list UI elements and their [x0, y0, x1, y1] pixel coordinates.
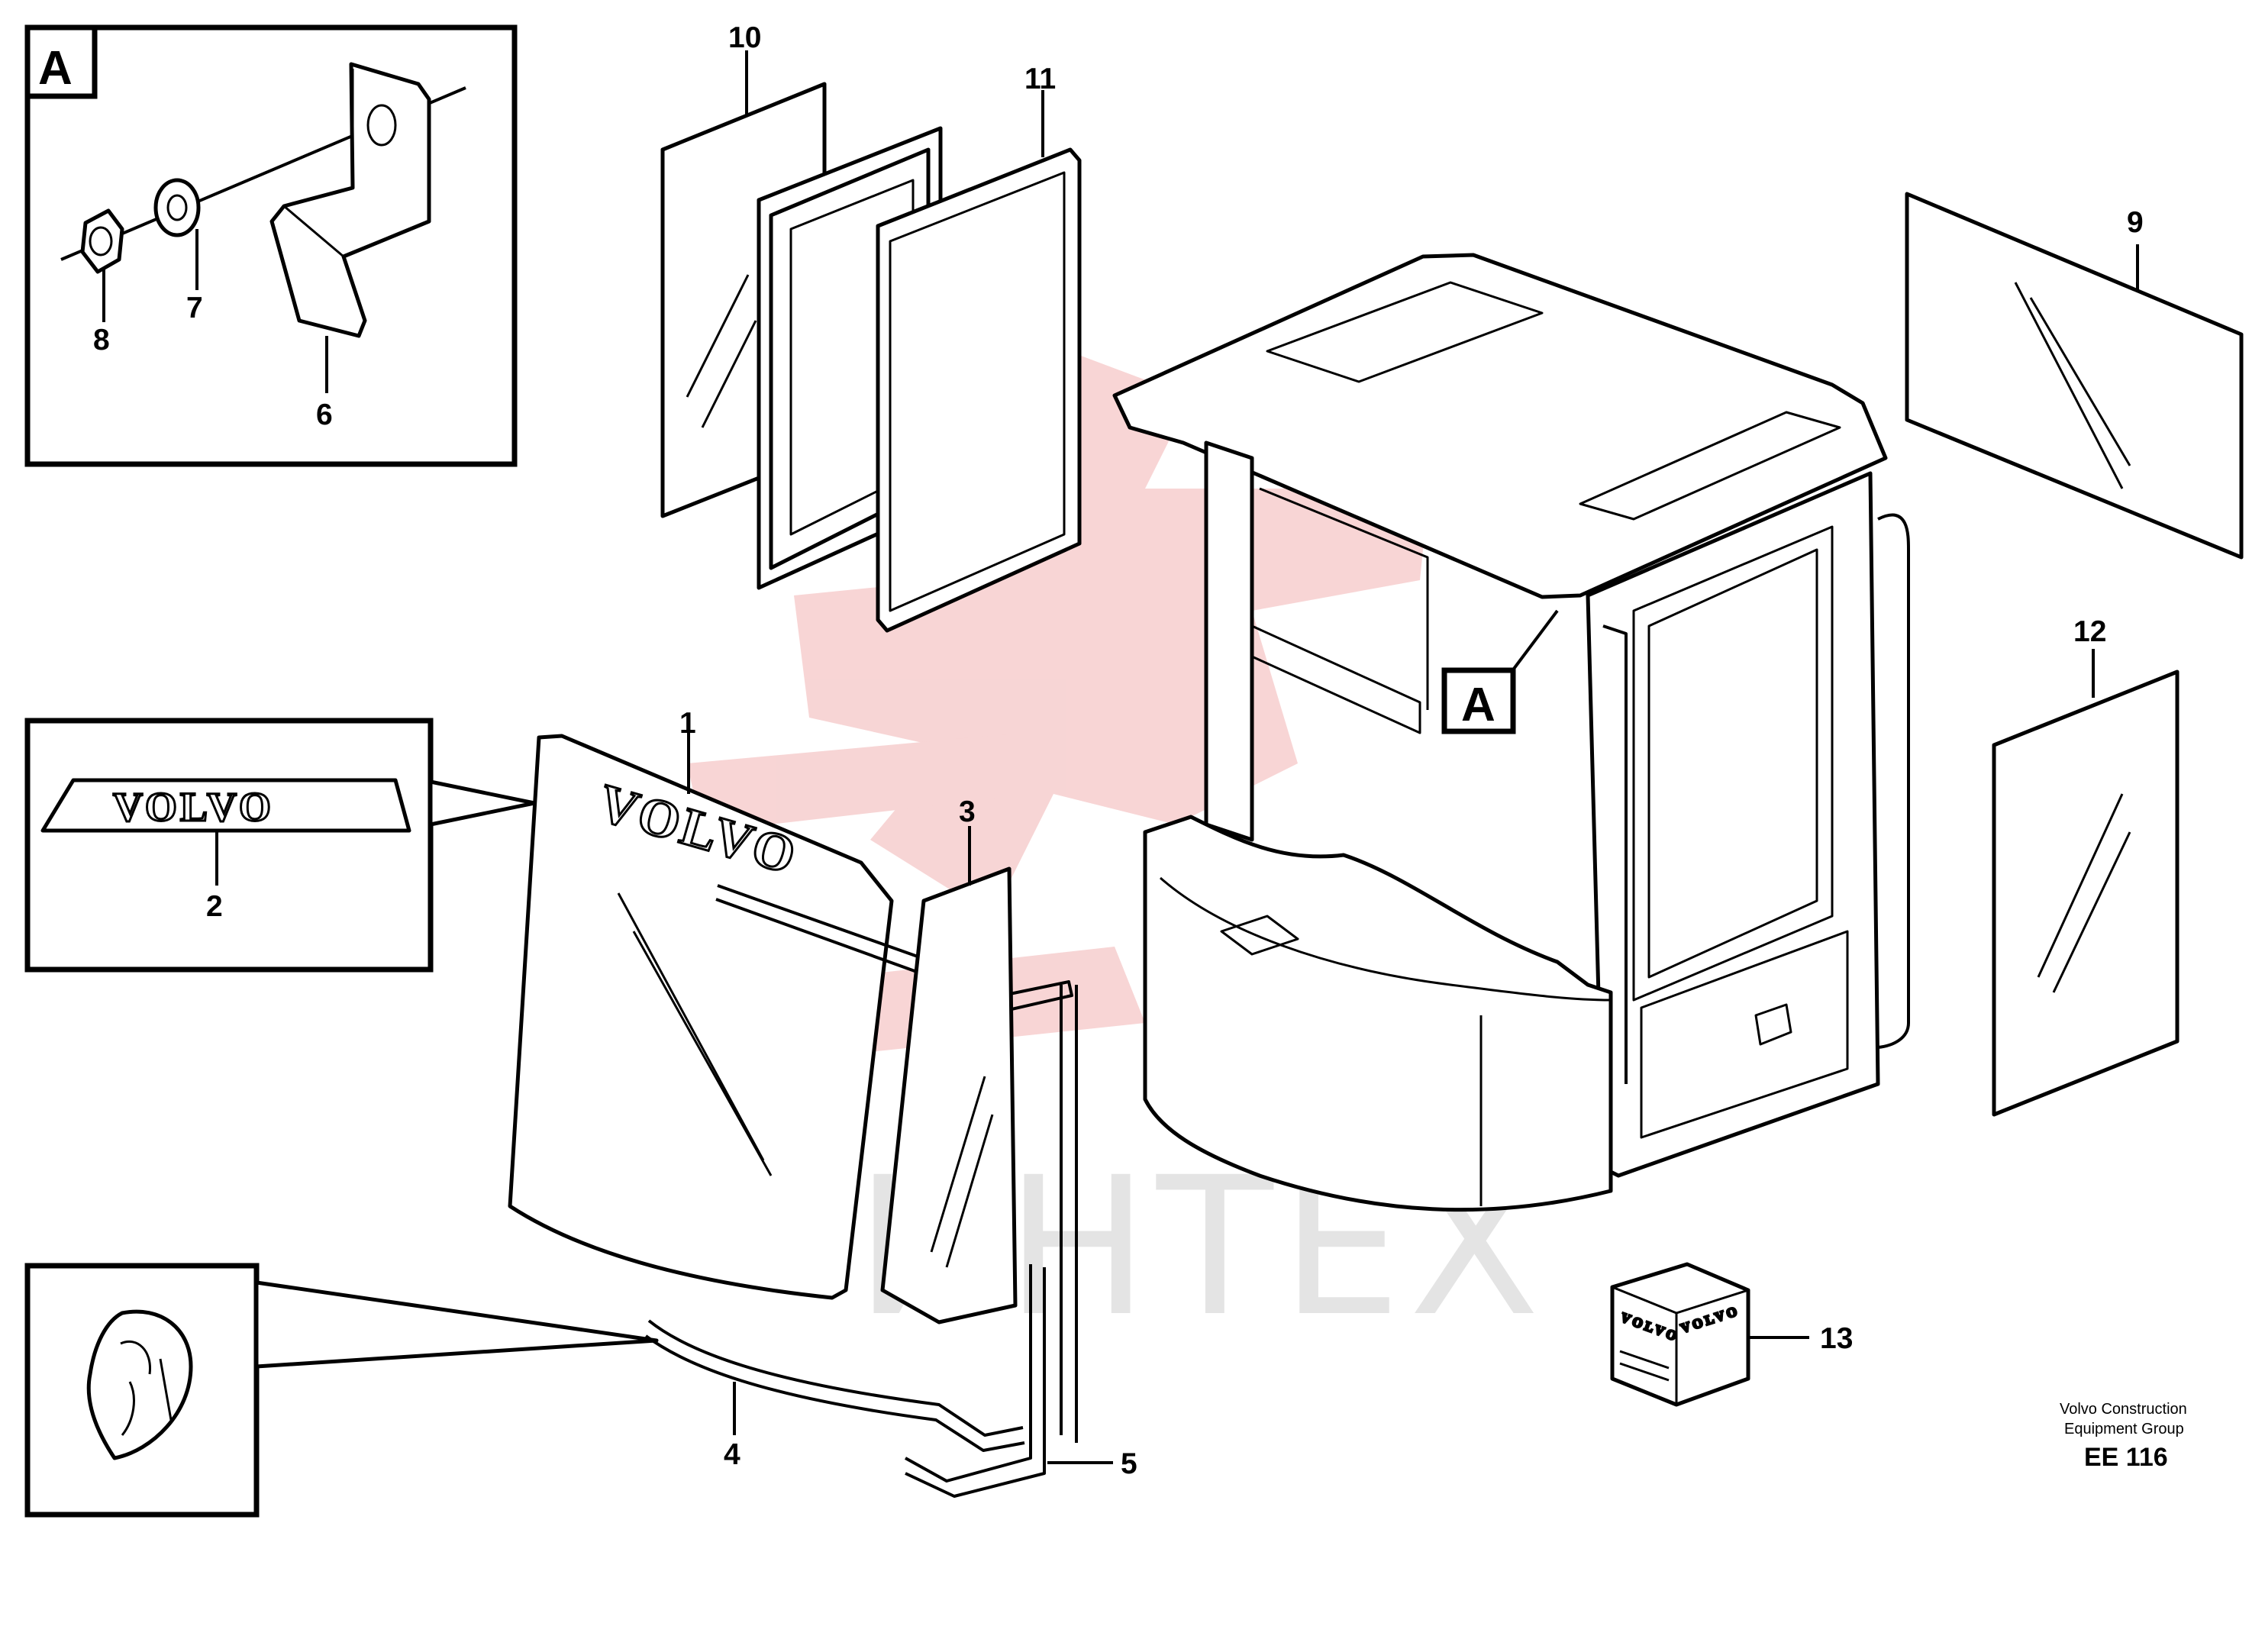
callout-12: 12: [2073, 615, 2106, 648]
drawing-credit: Volvo Construction Equipment Group EE 11…: [2060, 1401, 2187, 1472]
callout-7: 7: [186, 292, 203, 324]
callout-5: 5: [1121, 1447, 1137, 1480]
credit-line-2: Equipment Group: [2064, 1421, 2184, 1437]
callout-3: 3: [959, 795, 976, 828]
window-seal-part-11: [876, 147, 1082, 633]
drawing-code: EE 116: [2084, 1443, 2168, 1472]
cab-marker-a-letter: A: [1461, 679, 1495, 731]
seal-part-4: 4: [644, 1319, 1025, 1471]
callout-10: 10: [728, 21, 761, 54]
credit-line-1: Volvo Construction: [2060, 1401, 2187, 1418]
side-glass-part-3: 3: [880, 795, 1018, 1325]
washer-part-7: [153, 178, 201, 237]
side-glass-part-9: 9: [1905, 192, 2244, 560]
seal-part-5: 5: [905, 985, 1137, 1498]
detail-box-a: A 7 8 6: [24, 24, 518, 467]
wiper-symbol-icon: [86, 1309, 193, 1460]
kit-box-part-13: VOLVO VOLVO 13: [1610, 1262, 1853, 1407]
callout-8: 8: [93, 324, 110, 357]
nut-part-8: [80, 208, 124, 274]
windshield-glass-part-1: VOLVO 1: [508, 707, 894, 1300]
callout-11: 11: [1024, 63, 1056, 95]
cab-body: A: [1112, 253, 1910, 1212]
symbol-detail-box: [24, 1263, 659, 1518]
cab-marker-a: [1441, 667, 1516, 734]
bracket-part-6: [269, 62, 431, 338]
callout-6: 6: [316, 398, 333, 431]
detail-box-a-tab: [24, 24, 98, 99]
decal-logo-text: VOLVO: [113, 784, 274, 830]
detail-box-a-letter: A: [38, 42, 73, 95]
callout-9: 9: [2127, 206, 2144, 239]
callout-4: 4: [724, 1438, 740, 1471]
callout-1: 1: [679, 707, 696, 740]
side-glass-part-12: 12: [1992, 615, 2179, 1117]
decal-detail-box: VOLVO 2: [24, 718, 537, 973]
callout-2: 2: [206, 890, 223, 923]
callout-13: 13: [1820, 1322, 1853, 1355]
volvo-decal-part-2: [40, 778, 411, 833]
